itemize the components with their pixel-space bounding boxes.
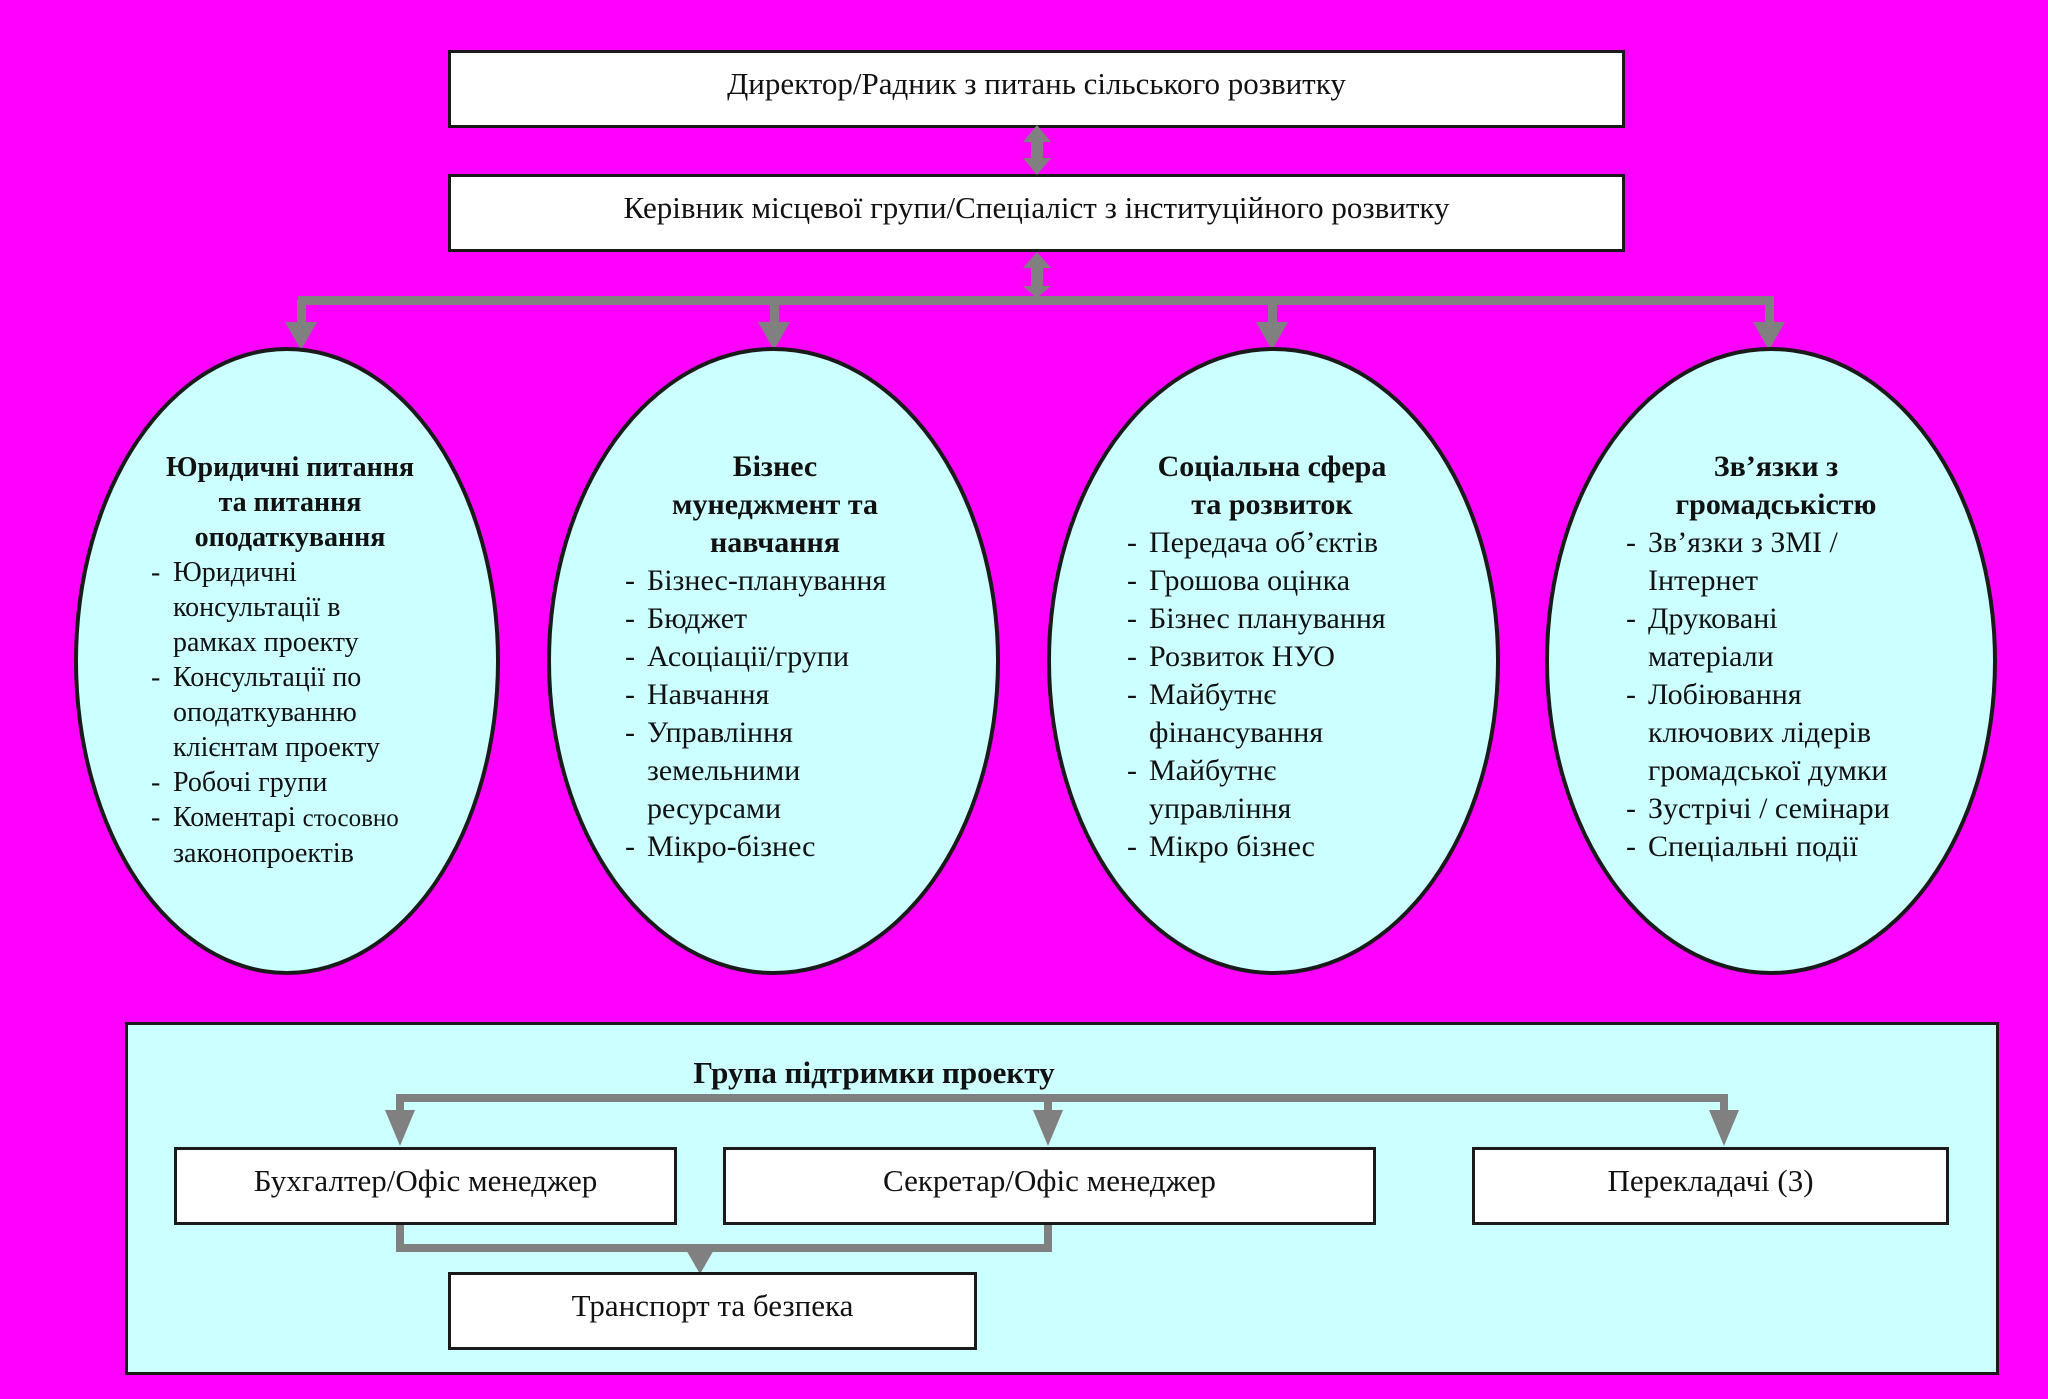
- division-business-title: Бізнес мунеджмент та навчання: [672, 450, 878, 559]
- list-item: -Бізнес планування: [1127, 602, 1386, 635]
- arrow-down-head-2: [1023, 286, 1051, 298]
- division-pr-ellipse: [1545, 347, 1997, 975]
- list-item: -Мікро-бізнес: [625, 830, 816, 863]
- list-item: -Навчання: [625, 678, 770, 711]
- division-legal: Юридичні питання та питання оподаткуванн…: [145, 450, 435, 871]
- director-box: Директор/Радник з питань сільського розв…: [448, 50, 1625, 128]
- secretary-label: Секретар/Офіс менеджер: [883, 1162, 1216, 1198]
- double-arrow-shaft-1: [1031, 140, 1043, 162]
- arrow-up-head-2: [1023, 252, 1051, 268]
- division-legal-title: Юридичні питання та питання оподаткуванн…: [165, 452, 414, 553]
- arrow-to-legal: [285, 322, 317, 350]
- double-arrow-shaft-2: [1031, 266, 1043, 288]
- division-pr: Зв’язки з громадськістю -Зв’язки з ЗМІ /…: [1626, 448, 1956, 866]
- list-item: -Асоціації/групи: [625, 640, 850, 673]
- arrow-to-translators: [1709, 1110, 1739, 1146]
- list-item: -Бюджет: [625, 602, 748, 635]
- manager-label: Керівник місцевої групи/Спеціаліст з інс…: [623, 189, 1450, 225]
- arrow-to-secretary: [1033, 1110, 1063, 1146]
- list-item: -Розвиток НУО: [1127, 640, 1335, 673]
- support-group-title: Група підтримки проекту: [693, 1055, 1055, 1090]
- list-item: -Зв’язки з ЗМІ /Інтернет: [1626, 526, 1838, 597]
- secretary-box: Секретар/Офіс менеджер: [723, 1147, 1376, 1225]
- translators-box: Перекладачі (3): [1472, 1147, 1949, 1225]
- division-bus: [298, 296, 1774, 305]
- list-item: -Спеціальні події: [1626, 830, 1859, 863]
- list-item: -Передача об’єктів: [1127, 526, 1379, 559]
- arrow-down-head-1: [1023, 158, 1051, 175]
- list-item: -Зустрічі / семінари: [1626, 792, 1890, 825]
- division-pr-title: Зв’язки з громадськістю: [1675, 450, 1877, 521]
- accountant-label: Бухгалтер/Офіс менеджер: [253, 1162, 598, 1198]
- transport-bus: [396, 1244, 1052, 1252]
- division-business: Бізнес мунеджмент та навчання -Бізнес-пл…: [625, 448, 955, 866]
- arrow-to-pr: [1753, 322, 1785, 350]
- transport-box: Транспорт та безпека: [448, 1272, 977, 1350]
- division-social-title: Соціальна сфера та розвиток: [1157, 450, 1387, 521]
- arrow-to-transport: [685, 1248, 715, 1274]
- support-bus: [396, 1094, 1728, 1102]
- division-legal-ellipse: [74, 347, 500, 975]
- list-item: -Грошова оцінка: [1127, 564, 1351, 597]
- division-business-ellipse: [547, 347, 1000, 975]
- arrow-to-business: [758, 322, 790, 350]
- division-social-ellipse: [1047, 347, 1500, 975]
- manager-box: Керівник місцевої групи/Спеціаліст з інс…: [448, 174, 1625, 252]
- arrow-to-social: [1256, 322, 1288, 350]
- list-item: -Бізнес-планування: [625, 564, 887, 597]
- transport-label: Транспорт та безпека: [571, 1287, 854, 1323]
- list-item: -Робочі групи: [151, 767, 328, 798]
- arrow-to-accountant: [385, 1110, 415, 1146]
- translators-label: Перекладачі (3): [1607, 1162, 1814, 1198]
- list-item: -Мікро бізнес: [1127, 830, 1315, 863]
- accountant-box: Бухгалтер/Офіс менеджер: [174, 1147, 677, 1225]
- division-social: Соціальна сфера та розвиток -Передача об…: [1127, 448, 1457, 866]
- arrow-up-head-1: [1023, 125, 1051, 142]
- director-label: Директор/Радник з питань сільського розв…: [727, 65, 1346, 101]
